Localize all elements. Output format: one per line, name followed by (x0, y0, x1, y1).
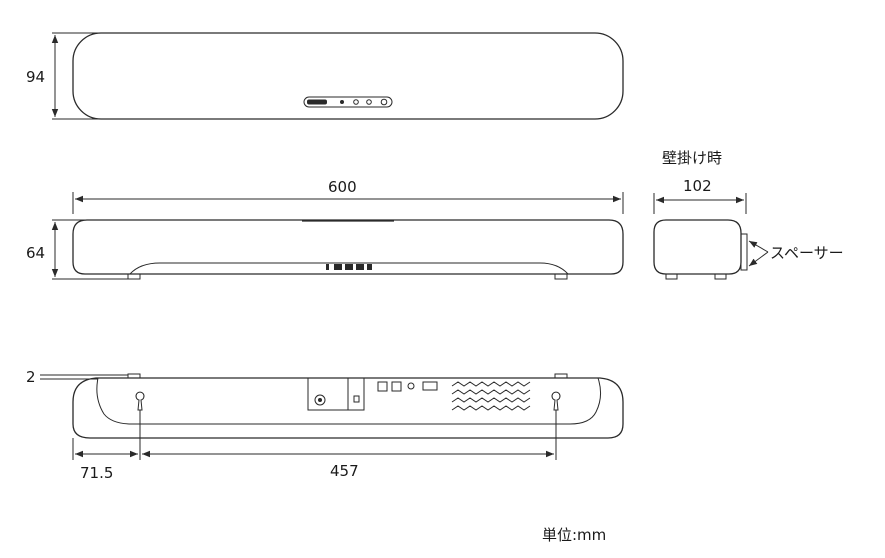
foot (127, 273, 141, 280)
foot (554, 373, 568, 379)
height-front-label: 94 (26, 68, 45, 86)
port-mark (334, 264, 342, 270)
spacer-block (740, 233, 748, 271)
vent-grille (451, 381, 531, 411)
keyhole-mount-icon (551, 391, 561, 411)
hole-spacing-label: 457 (330, 462, 359, 480)
indicator-icon (340, 100, 344, 104)
spacer-label: スペーサー (770, 244, 844, 262)
wall-mount-view: 壁掛け時 102 スペーサー (653, 149, 844, 280)
foot (714, 273, 727, 280)
connector-recess (307, 377, 365, 411)
button-icon (366, 99, 372, 105)
usb-port-icon (422, 381, 438, 391)
button-icon (353, 99, 359, 105)
front-view: 94 (26, 32, 624, 120)
depth-label: 102 (683, 177, 712, 195)
port-mark (367, 264, 372, 270)
spacer-arrow (748, 251, 769, 267)
foot (554, 273, 568, 280)
unit-label: 単位:mm (542, 526, 606, 544)
port-mark (345, 264, 353, 270)
port-mark (356, 264, 364, 270)
bottom-contour (90, 262, 606, 275)
port-mark (326, 264, 329, 270)
optical-port-icon (391, 381, 402, 392)
foot (127, 373, 141, 379)
power-inlet-icon (314, 394, 326, 406)
gap-label: 2 (26, 368, 36, 386)
power-button-icon (380, 98, 388, 106)
port-icon (353, 395, 360, 403)
soundbar-side-outline (653, 219, 742, 275)
soundbar-top-outline (72, 219, 624, 275)
hdmi-port-icon (377, 381, 388, 392)
width-label: 600 (328, 178, 357, 196)
control-panel-outline (303, 96, 393, 108)
rear-view: 2 71.5 457 (26, 368, 624, 482)
wall-mount-label: 壁掛け時 (662, 149, 722, 167)
foot (665, 273, 678, 280)
spacer-arrow (748, 240, 769, 253)
top-view: 600 64 (26, 178, 624, 280)
side-offset-label: 71.5 (80, 464, 113, 482)
soundbar-front-outline (72, 32, 624, 120)
keyhole-mount-icon (135, 391, 145, 411)
height-top-label: 64 (26, 244, 45, 262)
subwoofer-port-icon (407, 382, 415, 390)
power-inlet-pin (318, 398, 322, 402)
brand-logo (307, 99, 327, 105)
rear-contour (96, 377, 602, 425)
